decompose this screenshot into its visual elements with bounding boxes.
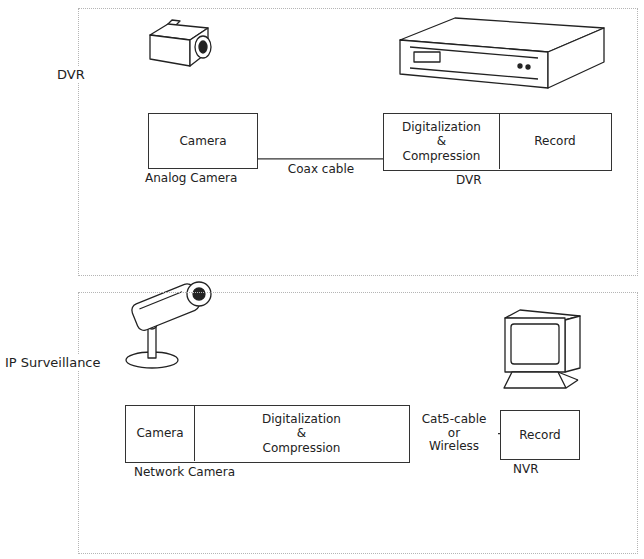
camera-lens <box>187 282 211 306</box>
monitor-base-edge <box>566 380 578 388</box>
component-box: RecordNVR <box>500 410 580 460</box>
monitor-screen <box>511 324 559 364</box>
device-caption: Network Camera <box>132 465 237 479</box>
dvr-panel-line <box>410 68 538 79</box>
analog-camera-illustration <box>150 20 211 66</box>
box-label: Record <box>534 134 575 148</box>
cable-label: Coax cable <box>286 163 356 177</box>
dvr-side <box>548 28 604 88</box>
box-label: Digitalization & Compression <box>390 120 494 163</box>
dvr-led <box>526 65 530 69</box>
camera-stem <box>148 326 156 358</box>
dvr-front <box>400 40 548 88</box>
system-panel: IP SurveillanceNetwork CameraCameraDigit… <box>78 292 638 554</box>
camera-body-line <box>139 292 182 309</box>
device-caption: DVR <box>454 173 484 187</box>
monitor-bezel <box>505 318 565 372</box>
camera-lens-glass <box>193 288 205 300</box>
box-label: Camera <box>179 134 226 148</box>
component-box: CameraAnalog Camera <box>148 113 258 169</box>
nvr-illustration <box>504 310 580 388</box>
device-caption: Analog Camera <box>143 171 239 185</box>
panel-heading: DVR <box>55 67 87 83</box>
box-label: Camera <box>136 426 183 440</box>
dvr-illustration <box>400 18 604 88</box>
dvr-display <box>414 52 440 62</box>
device-caption: NVR <box>511 462 541 476</box>
component-box: Record <box>500 114 610 169</box>
component-box: Digitalization & Compression <box>384 114 500 169</box>
monitor-base <box>504 372 566 388</box>
dvr-led <box>518 64 522 68</box>
component-box: DVRDigitalization & CompressionRecord <box>383 113 612 171</box>
monitor-base-edge <box>558 372 578 380</box>
camera-lens <box>195 36 211 58</box>
box-label: Record <box>519 428 560 442</box>
cable-label: Cat5-cable or Wireless <box>410 413 498 454</box>
monitor-side <box>565 316 580 372</box>
system-panel: DVRCameraAnalog CameraDVRDigitalization … <box>78 8 638 276</box>
component-box: Camera <box>126 406 195 461</box>
panel-heading: IP Surveillance <box>3 355 103 371</box>
cable-connector <box>258 158 384 159</box>
component-box: Network CameraCameraDigitalization & Com… <box>125 405 410 463</box>
camera-lens-glass <box>199 41 207 53</box>
component-box: Digitalization & Compression <box>195 406 408 461</box>
box-label: Digitalization & Compression <box>201 412 402 455</box>
network-camera-illustration <box>126 282 211 368</box>
camera-side <box>150 35 190 66</box>
camera-front <box>190 28 208 66</box>
